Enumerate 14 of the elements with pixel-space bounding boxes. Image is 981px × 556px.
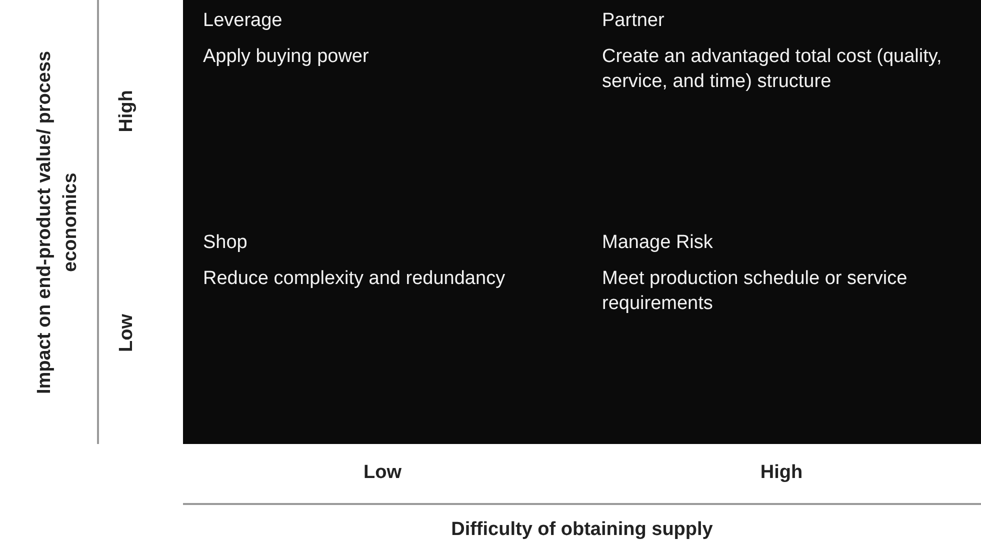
axis-title: Impact on end-product value/ process economics bbox=[33, 49, 82, 396]
quadrant-description: Meet production schedule or service requirements bbox=[602, 267, 908, 316]
quadrant-title: Leverage bbox=[203, 10, 282, 32]
axis-tick-label: High bbox=[760, 462, 803, 484]
quadrant-description: Apply buying power bbox=[203, 45, 370, 69]
quadrant-description: Create an advantaged total cost (quality, service, and time) structure bbox=[602, 45, 943, 94]
axis-tick-label: Low bbox=[364, 462, 402, 484]
quadrant-title: Shop bbox=[203, 232, 248, 254]
quadrant-title: Partner bbox=[602, 10, 664, 32]
axis-tick-label: Low bbox=[115, 314, 138, 352]
quadrant-title: Manage Risk bbox=[602, 232, 713, 254]
quadrant-description: Reduce complexity and redundancy bbox=[203, 267, 506, 291]
axis-title: Difficulty of obtaining supply bbox=[451, 519, 713, 541]
axis-tick-label: High bbox=[115, 90, 138, 132]
